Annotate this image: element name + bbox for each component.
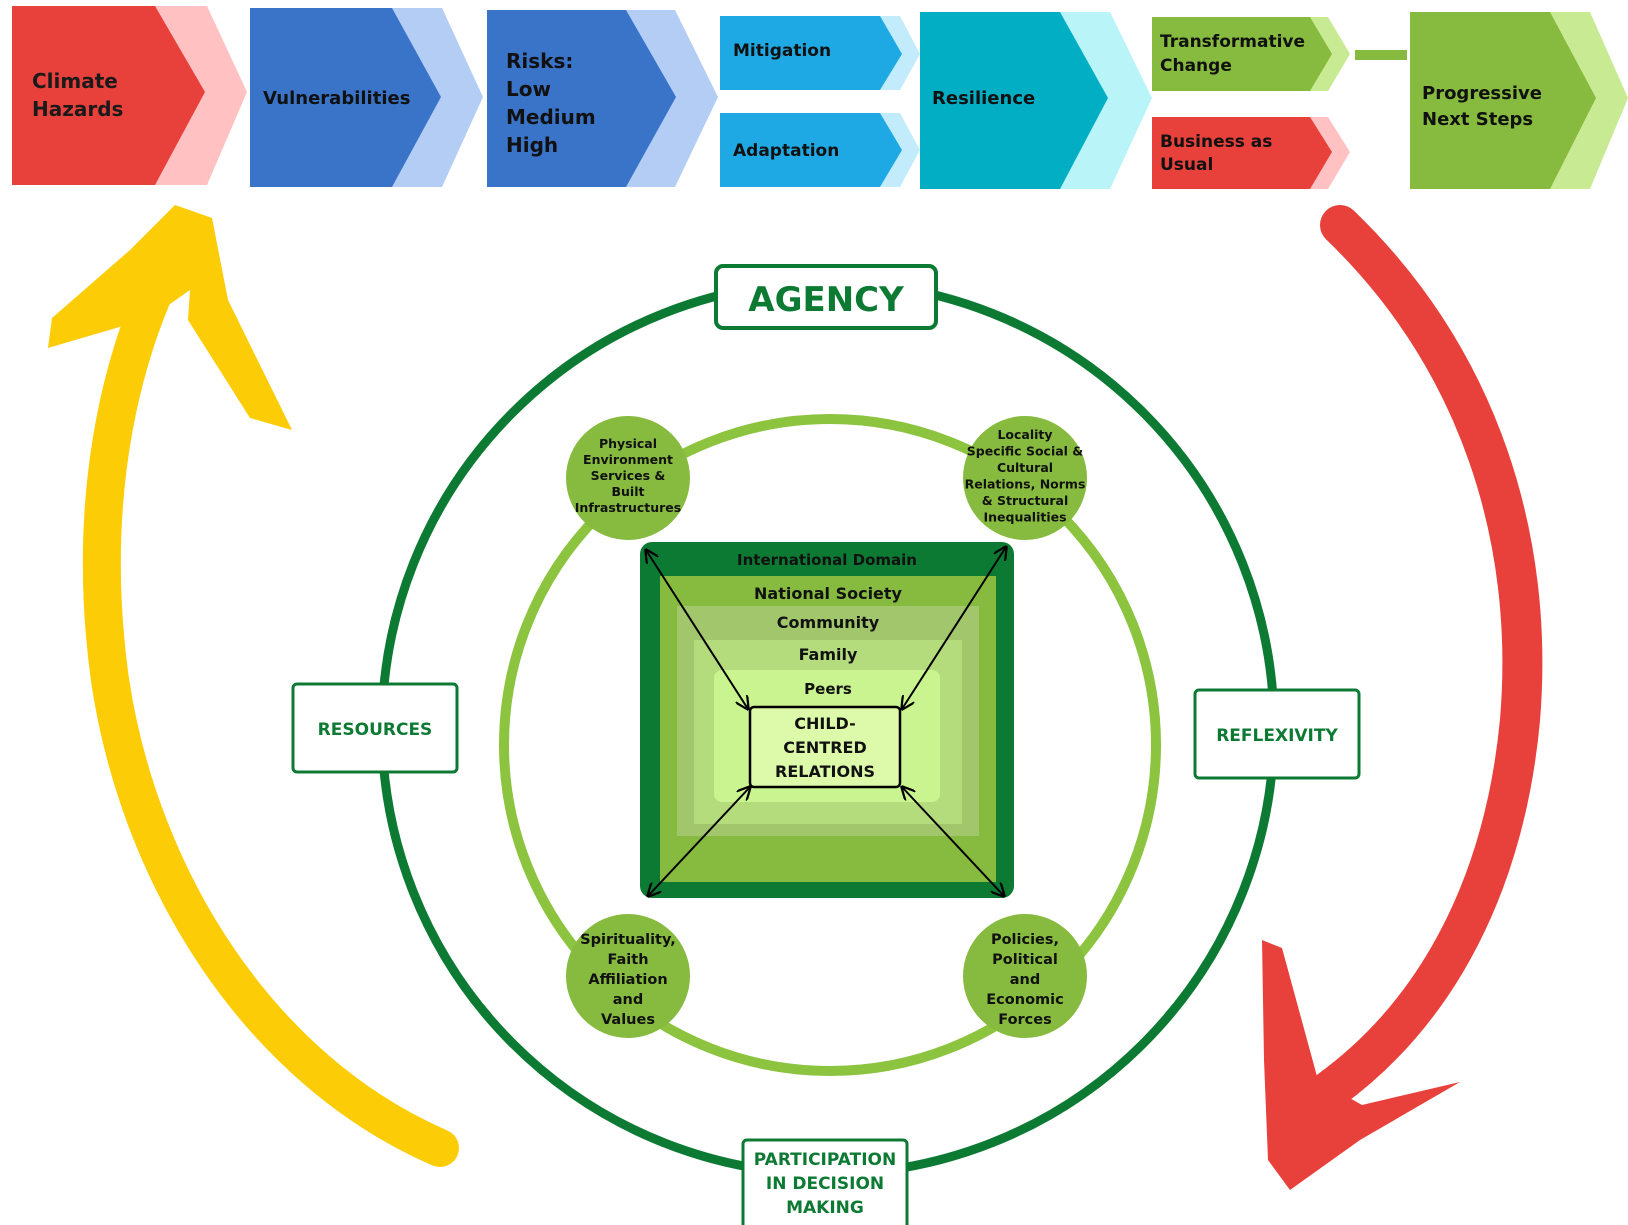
red-cycle-arrow — [1262, 205, 1543, 1190]
vulnerabilities-label: Vulnerabilities — [263, 88, 410, 109]
resources-label: RESOURCES — [318, 720, 433, 740]
arrow-bottom-right — [902, 787, 1004, 896]
diagonal-arrows — [646, 547, 1006, 896]
peers-label: Peers — [804, 680, 852, 698]
process-step-vulnerabilities: Vulnerabilities — [250, 8, 483, 187]
agency-box: AGENCY — [714, 264, 938, 330]
yellow-cycle-arrow — [48, 205, 459, 1167]
mitigation-label: Mitigation — [733, 41, 831, 61]
national-society-label: National Society — [754, 584, 903, 603]
resources-box: RESOURCES — [291, 682, 459, 774]
process-step-mitigation: Mitigation — [720, 16, 920, 90]
adaptation-label: Adaptation — [733, 141, 839, 161]
agency-label: AGENCY — [748, 280, 904, 320]
arrow-top-right — [902, 547, 1006, 709]
reflexivity-box: REFLEXIVITY — [1193, 688, 1361, 780]
arrow-bottom-left — [648, 787, 750, 896]
inner-ring — [499, 414, 1161, 1076]
family-label: Family — [799, 645, 858, 664]
resilience-label: Resilience — [932, 88, 1035, 109]
community-label: Community — [777, 613, 880, 632]
arrow-top-left — [646, 550, 748, 709]
connector-bar — [1355, 50, 1407, 60]
process-step-adaptation: Adaptation — [720, 113, 920, 187]
process-step-resilience: Resilience — [920, 12, 1152, 189]
international-domain-label: International Domain — [737, 551, 917, 569]
reflexivity-label: REFLEXIVITY — [1216, 726, 1338, 746]
